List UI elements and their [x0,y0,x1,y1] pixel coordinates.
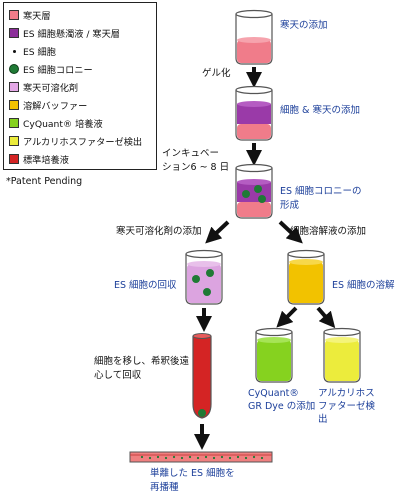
label-colony-1: ES 細胞コロニーの [280,186,362,197]
legend-label: 寒天可溶化剤 [23,83,79,94]
label-incubation-1: インキュベー [162,148,220,159]
legend-item-es-colony: ES 細胞コロニー [9,62,93,76]
legend-label: ES 細胞 [23,47,56,58]
beaker-agar-icon [235,9,273,65]
lysis-buffer-swatch-icon [9,100,19,110]
label-lysis-add: 細胞溶解液の添加 [290,226,367,237]
label-lysis: ES 細胞の溶解 [332,280,395,291]
alp-swatch-icon [9,136,19,146]
beaker-lysis-icon [287,249,325,305]
beaker-colony-icon [235,163,273,219]
legend-label: アルカリホスファターゼ検出 [23,137,143,148]
es-cell-dot-icon [9,46,19,56]
label-transfer-1: 細胞を移し、希釈後遠 [94,356,190,367]
centrifuge-tube-icon [192,333,212,419]
label-gelation: ゲル化 [202,68,231,79]
arrow-to-lysis [278,220,303,244]
es-colony-circle-icon [9,64,19,74]
arrow-to-alp [316,306,336,329]
label-transfer-2: 心して回収 [94,370,142,381]
label-incubation-2: ション6 ~ 8 日 [162,162,230,173]
beaker-alp-icon [323,327,361,383]
standard-medium-swatch-icon [9,154,19,164]
arrow-to-cyquant [276,306,298,328]
legend-item-solubilizer: 寒天可溶化剤 [9,80,78,94]
beaker-recover-icon [185,249,223,305]
label-cyquant-1: CyQuant® [248,388,299,399]
label-alp-1: アルカリホス [318,388,375,399]
legend-label: 寒天層 [23,11,51,22]
beaker-cyquant-icon [255,327,293,383]
label-cyquant-2: GR Dye の添加 [248,401,316,412]
legend-label: ES 細胞懸濁液 / 寒天層 [23,29,120,40]
label-colony-2: 形成 [280,200,300,211]
culture-dish-icon [129,451,273,463]
label-solubilizer-add: 寒天可溶化剤の添加 [116,226,202,237]
label-alp-2: ファターゼ検 [318,401,376,412]
legend-item-es-suspension: ES 細胞懸濁液 / 寒天層 [9,26,120,40]
legend: 寒天層 ES 細胞懸濁液 / 寒天層 ES 細胞 ES 細胞コロニー 寒天可溶化… [3,2,157,170]
legend-item-cyquant-medium: CyQuant® 培養液 [9,116,103,130]
solubilizer-swatch-icon [9,82,19,92]
legend-label: 溶解バッファー [23,101,88,112]
legend-label: ES 細胞コロニー [23,65,93,76]
legend-item-alp-detection: アルカリホスファターゼ検出 [9,134,142,148]
cyquant-swatch-icon [9,118,19,128]
label-alp-3: 出 [318,414,328,425]
beaker-cells-agar-icon [235,85,273,141]
patent-note: *Patent Pending [6,176,83,187]
arrow-to-recover [205,220,230,244]
legend-item-lysis-buffer: 溶解バッファー [9,98,87,112]
agar-layer-swatch-icon [9,10,19,20]
label-cells-agar: 細胞 & 寒天の添加 [280,105,360,116]
legend-item-agar-layer: 寒天層 [9,8,51,22]
legend-label: 標準培養液 [23,155,69,166]
label-replate-1: 単離した ES 細胞を [150,468,235,479]
es-suspension-swatch-icon [9,28,19,38]
legend-item-es-cell: ES 細胞 [9,44,56,58]
label-agar-add: 寒天の添加 [280,20,328,31]
label-recover: ES 細胞の回収 [114,280,177,291]
label-replate-2: 再播種 [150,482,179,493]
legend-item-standard-medium: 標準培養液 [9,152,69,166]
legend-label: CyQuant® 培養液 [23,119,103,130]
